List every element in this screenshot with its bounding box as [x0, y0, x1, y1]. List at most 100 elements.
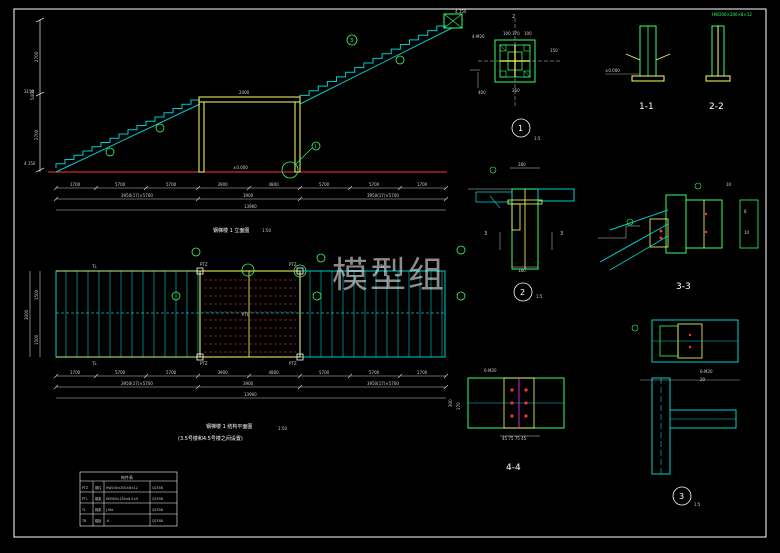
section33-label: 3-3 [676, 282, 691, 292]
dim-label: 4800 [269, 370, 280, 375]
plan-treads [56, 270, 443, 358]
elev-dim-1: 5400 [30, 89, 35, 100]
detail2-label: 2 [520, 288, 525, 297]
top-label: 4.150 [455, 9, 467, 14]
elev-scale: 1:50 [262, 228, 271, 233]
table-cell: 钢柱 [95, 485, 102, 490]
elev-dim-3: 3150 [24, 89, 35, 94]
plan-callout-2 [241, 263, 255, 277]
detail2-dim-1: 280 [518, 162, 526, 167]
detail2-dim-2: 180 [518, 268, 526, 273]
platform-label: 2400 [239, 90, 250, 95]
sheet-border [13, 8, 767, 538]
callout-left-2 [155, 123, 165, 133]
detail2-dim-4: 3 [560, 231, 563, 237]
section11-mark: ±0.000 [605, 68, 620, 73]
plan-callout-3 [316, 253, 326, 263]
section-2-2: 2-2 HW200×200×8×12 [705, 12, 752, 112]
detail2-callout [513, 282, 533, 302]
section11-label: 1-1 [639, 102, 654, 112]
detail3-dim-1: 6-M20 [700, 369, 713, 374]
callout-low [311, 141, 321, 151]
dim-label: 1700 [70, 182, 81, 187]
section-1-1: ±0.000 1-1 [605, 25, 671, 112]
plan-label-ptz-3: PTZ [200, 361, 208, 366]
plan-label-tl-1: TL [91, 264, 97, 269]
detail1-top-label: 2 [512, 14, 515, 20]
table-cell: TL [81, 508, 86, 512]
dim-label: 3950(17)×5700 [367, 381, 399, 386]
table-cell: Q235B [152, 508, 163, 512]
plan-caption: 钢梯楼 1 结构平面图 [206, 423, 252, 430]
stair-left-stringer [55, 103, 201, 173]
plan-platform-column-1 [196, 267, 204, 275]
table-cell: -6 [106, 519, 109, 523]
detail1-dim-7: 250 [512, 88, 520, 93]
section44-dim-2: 170 [456, 402, 461, 410]
table-cell: Q235B [152, 497, 163, 501]
dim-label: 3900 [243, 193, 254, 198]
section33-dim-2: 8 [744, 209, 747, 214]
plan-label-ptz-4: PTZ [289, 361, 297, 366]
detail3-dim-2: 20 [700, 377, 706, 382]
detail1-dim-6: 150 [550, 48, 558, 53]
plan-view: TL PTZ PTZ PTZ PTZ TL PTL TL 1500 3000 1… [24, 245, 466, 442]
detail1-dim-5: 100 [524, 31, 532, 36]
elev-dim-2: 2700 [34, 51, 39, 62]
callout-left [105, 147, 115, 157]
dim-label: 3900 [218, 370, 229, 375]
plan-dim-left-1: 1500 [34, 289, 39, 300]
section-top-note: HW200×200×8×12 [712, 12, 752, 17]
plan-callout-1 [171, 291, 181, 301]
plan-callout-5 [456, 291, 466, 301]
platform-column-left [198, 101, 205, 173]
detail-3: 6-M20 20 3 1:5 [631, 319, 740, 507]
callout-top [346, 34, 358, 46]
dim-label: 1700 [70, 370, 81, 375]
stair-right-stringer [299, 27, 453, 105]
section44-dim-3: 6-M20 [484, 368, 497, 373]
dim-label: 3950(17)×5700 [121, 381, 153, 386]
plan-dim-left-2: 3000 [24, 309, 29, 320]
dim-label: 5700 [166, 370, 177, 375]
dim-label: 5700 [115, 182, 126, 187]
dim-label: 3950(17)×5700 [121, 193, 153, 198]
table-cell: PTL [82, 497, 88, 501]
detail1-dim-4: 170 [512, 31, 520, 36]
plan-label-ptz-1: PTZ [200, 262, 208, 267]
elevation-view: 5400 2700 3150 2700 4.150 2400 ±0.000 4.… [24, 9, 467, 234]
detail1-base-plate [494, 39, 536, 83]
section33-dim-1: 10 [726, 182, 732, 187]
plan-note: (3.5号楼和4.5号楼之间设置) [178, 435, 243, 442]
plan-label-ptz-2: PTZ [289, 262, 297, 267]
table-cell: Q235B [152, 486, 163, 490]
table-cell: 梯梁 [95, 507, 102, 512]
callout-top-num: 3 [350, 38, 353, 44]
plan-platform [199, 270, 301, 358]
plan-callout-8 [293, 264, 307, 278]
section-4-4: 300 170 6-M20 45 75 75 45 4-4 [448, 368, 565, 473]
platform-column-right [294, 101, 301, 173]
platform-beam [198, 96, 301, 103]
detail-2: 280 3 3 180 2 1:5 [468, 162, 575, 302]
elev-dim-total: 13900 [244, 204, 257, 209]
detail3-scale: 1:5 [694, 502, 701, 507]
plan-platform-column-2 [296, 267, 304, 275]
detail2-scale: 1:5 [536, 294, 543, 299]
dim-label: 3900 [218, 182, 229, 187]
dim-label: 1700 [417, 370, 428, 375]
detail1-label: 1 [518, 124, 523, 133]
section44-dim-1: 300 [448, 399, 453, 407]
plan-label-ptl: PTL [242, 312, 250, 317]
callout-right-2 [395, 55, 405, 65]
callout-low-num: 1 [314, 144, 317, 149]
table-cell: PTZ [82, 486, 89, 490]
detail1-dim-2: 400 [478, 90, 486, 95]
dim-label: 3900 [243, 381, 254, 386]
dim-label: 5700 [369, 370, 380, 375]
